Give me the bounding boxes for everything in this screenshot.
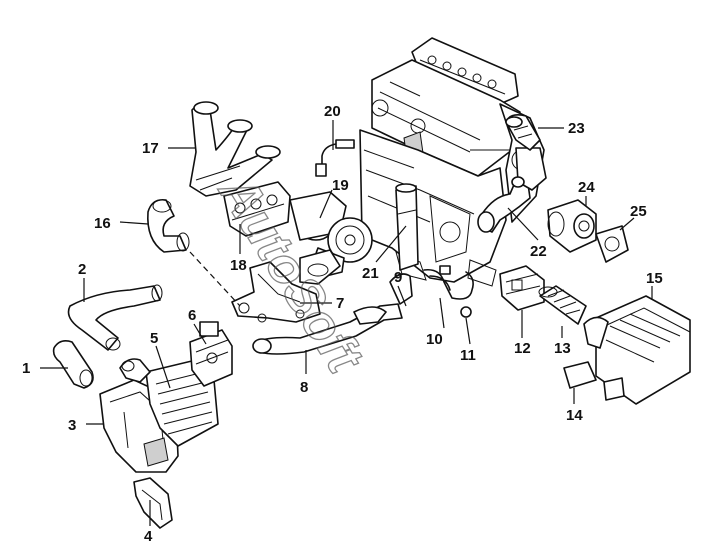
part-hose-1 <box>52 340 94 389</box>
part-intake-hose-13 <box>538 285 587 325</box>
callout-10: 10 <box>426 331 443 348</box>
callout-13: 13 <box>554 340 571 357</box>
callout-3: 3 <box>68 417 76 434</box>
part-turbocharger-19 <box>289 191 373 285</box>
part-valve-6 <box>189 321 233 387</box>
part-throttle-body-24 <box>547 199 597 253</box>
callout-6: 6 <box>188 307 196 324</box>
part-exhaust-manifold-17 <box>189 101 281 197</box>
part-gasket-25 <box>595 225 629 263</box>
part-bracket-14 <box>563 361 597 389</box>
callout-1: 1 <box>22 360 30 377</box>
callout-17: 17 <box>142 140 159 157</box>
alignment-dashed-line <box>189 251 241 307</box>
callout-12: 12 <box>514 340 531 357</box>
callout-8: 8 <box>300 379 308 396</box>
leader-lines <box>40 120 653 526</box>
callout-5: 5 <box>150 330 158 347</box>
part-hose-2 <box>67 284 163 351</box>
callout-25: 25 <box>630 203 647 220</box>
callout-4: 4 <box>144 528 153 545</box>
callout-15: 15 <box>646 270 663 287</box>
part-pipe-8 <box>252 273 413 355</box>
part-gasket-18 <box>223 181 291 237</box>
callout-22: 22 <box>530 243 547 260</box>
part-pipe-21 <box>395 183 419 271</box>
callout-9: 9 <box>394 269 402 286</box>
callout-23: 23 <box>568 120 585 137</box>
part-elbow-16 <box>147 198 190 253</box>
callout-labels: 1 2 3 4 5 6 7 8 9 10 11 12 13 14 15 16 1… <box>22 103 663 545</box>
callout-2: 2 <box>78 261 86 278</box>
callout-14: 14 <box>566 407 583 424</box>
callout-7: 7 <box>336 295 344 312</box>
part-bracket-7 <box>231 261 321 323</box>
part-intake-pipe-22 <box>477 147 547 233</box>
callout-19: 19 <box>332 177 349 194</box>
callout-16: 16 <box>94 215 111 232</box>
part-pipe-10 <box>423 265 474 318</box>
part-hose-23 <box>505 114 541 151</box>
part-sensor-20 <box>315 139 355 177</box>
callout-20: 20 <box>324 103 341 120</box>
part-sensor-12 <box>499 265 545 311</box>
callout-11: 11 <box>460 347 476 364</box>
callout-24: 24 <box>578 179 595 196</box>
part-bracket-4 <box>133 477 173 529</box>
callout-18: 18 <box>230 257 247 274</box>
part-air-filter-box-15 <box>583 295 691 405</box>
callout-21: 21 <box>362 265 379 282</box>
